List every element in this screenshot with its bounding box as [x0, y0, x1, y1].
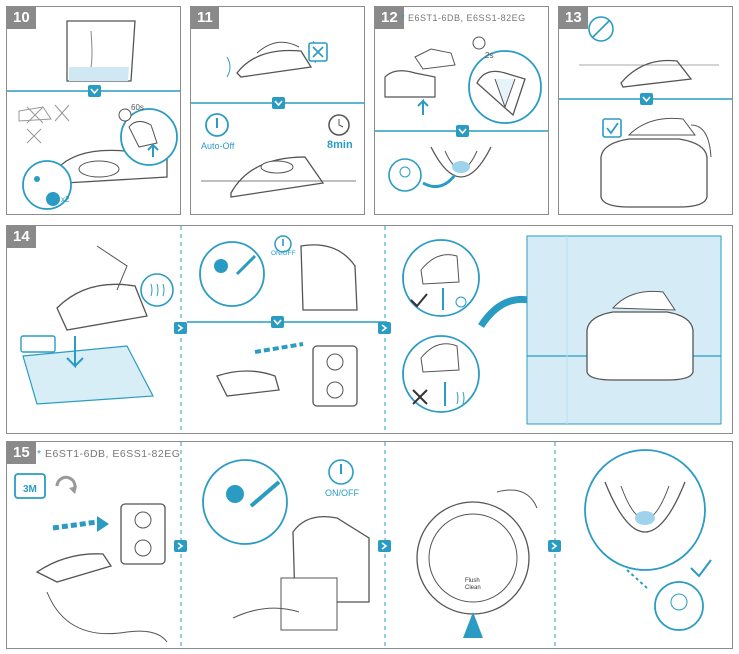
snowflake-icon — [455, 296, 467, 308]
check-icon — [410, 293, 428, 308]
arrow-right-icon — [548, 540, 561, 552]
step-12-illustration — [375, 36, 548, 192]
onoff-label: ON/OFF — [325, 488, 359, 498]
check-icon — [602, 118, 622, 138]
step-number: 14 — [7, 226, 36, 248]
models-subtitle: * E6ST1-6DB, E6SS1-82EG — [401, 13, 526, 23]
arrow-right-icon — [378, 540, 391, 552]
onoff-label: ON/OFF — [271, 250, 296, 257]
interval-label: 3M — [23, 484, 37, 495]
arrow-right-icon — [378, 322, 391, 334]
step-15-illustration — [14, 442, 712, 648]
check-icon — [690, 559, 712, 578]
step-10-panel: 10 60s x2 — [6, 6, 181, 215]
steam-icon — [140, 273, 174, 307]
time-label: 8min — [327, 139, 353, 151]
count-label: x2 — [61, 195, 70, 204]
step-13-panel: 13 — [558, 6, 733, 215]
step-15-panel: 15 * E6ST1-6DB, E6SS1-82EG — [6, 441, 733, 649]
step-number: 10 — [7, 7, 36, 29]
auto-off-label: Auto-Off — [201, 141, 235, 151]
cross-icon — [412, 389, 428, 405]
dial-clean-label: Clean — [465, 585, 481, 591]
step-12-panel: 12 * E6ST1-6DB, E6SS1-82EG 2s — [374, 6, 549, 215]
step-number: 11 — [191, 7, 219, 29]
sound-icon — [226, 485, 244, 503]
calendar-icon — [14, 473, 46, 499]
step-14-panel: 14 — [6, 225, 733, 434]
step-14-illustration — [20, 226, 722, 433]
step-number: 12 — [375, 7, 404, 29]
step-number: 13 — [559, 7, 588, 29]
step-11-illustration — [191, 40, 364, 198]
models-subtitle: * E6ST1-6DB, E6SS1-82EG — [37, 448, 181, 460]
step-11-panel: 11 Auto-Off 8min — [190, 6, 365, 215]
timer-label: 60s — [131, 103, 144, 112]
step-13-illustration — [559, 16, 732, 208]
time-label: 2s — [485, 51, 494, 60]
arrow-right-icon — [174, 540, 187, 552]
arrow-down-icon — [271, 316, 284, 328]
step-number: 15 — [7, 442, 36, 464]
sound-icon — [214, 259, 228, 273]
dial-flush-label: Flush — [465, 578, 480, 584]
step-10-illustration — [7, 20, 180, 210]
arrow-right-icon — [174, 322, 187, 334]
